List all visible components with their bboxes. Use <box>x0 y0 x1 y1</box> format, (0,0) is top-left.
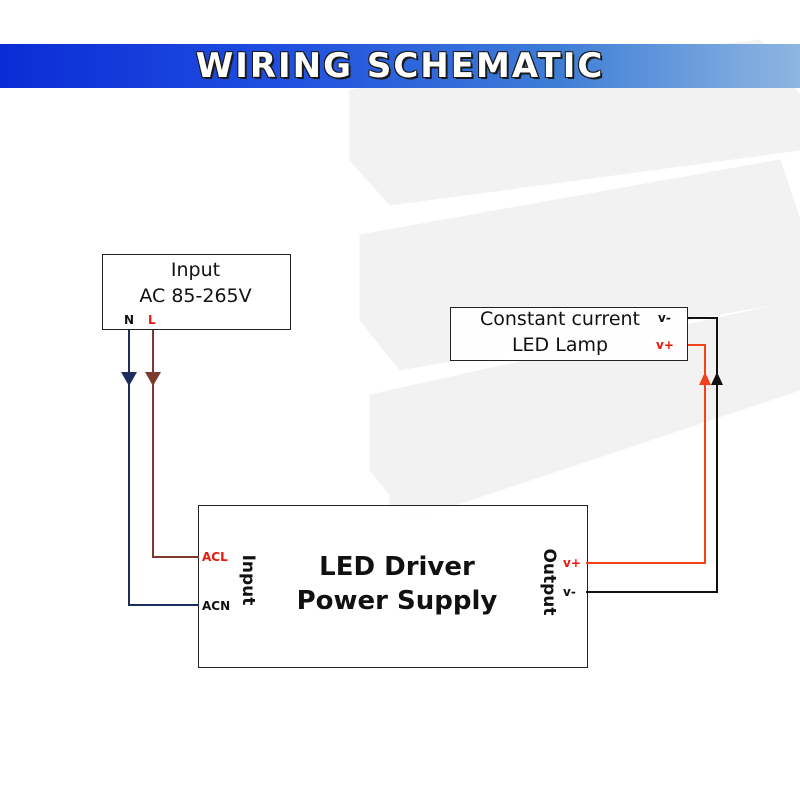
live-terminal-label: L <box>148 313 156 327</box>
led-driver-box <box>198 505 588 668</box>
driver-title: LED Driver <box>319 552 475 582</box>
negative-arrow-icon <box>711 372 723 385</box>
neutral-terminal-label: N <box>124 313 135 327</box>
driver-subtitle: Power Supply <box>296 586 498 616</box>
driver-positive-label: v+ <box>563 556 581 570</box>
driver-output-label: Output <box>539 548 559 616</box>
led-lamp-box <box>450 307 688 361</box>
input-title: Input <box>170 259 221 281</box>
positive-wire <box>586 344 706 564</box>
live-wire <box>152 330 199 558</box>
neutral-wire <box>128 330 199 606</box>
lamp-title: Constant current <box>480 308 640 330</box>
input-voltage: AC 85-265V <box>139 285 252 307</box>
acn-terminal-label: ACN <box>202 599 231 613</box>
title-banner <box>0 44 800 88</box>
driver-input-label: Input <box>238 554 258 606</box>
positive-arrow-icon <box>699 372 711 385</box>
negative-wire <box>586 317 718 593</box>
lamp-subtitle: LED Lamp <box>511 334 609 356</box>
page-title: WIRING SCHEMATIC <box>195 46 605 86</box>
driver-negative-label: v- <box>563 585 576 599</box>
acl-terminal-label: ACL <box>202 550 228 564</box>
lamp-negative-label: v- <box>658 311 671 325</box>
input-source-box <box>102 254 291 330</box>
neutral-arrow-icon <box>121 372 137 386</box>
lamp-positive-label: v+ <box>656 338 674 352</box>
live-arrow-icon <box>145 372 161 386</box>
